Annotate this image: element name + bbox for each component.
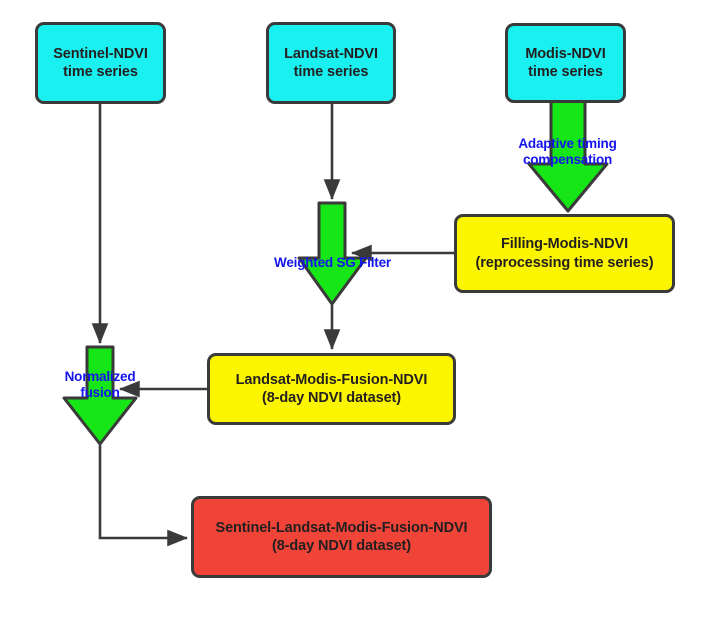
node-landsat-modis-fusion[interactable]: Landsat-Modis-Fusion-NDVI (8-day NDVI da…: [207, 353, 456, 425]
label-normalized-fusion-line2: fusion: [80, 385, 120, 401]
node-sentinel-source[interactable]: Sentinel-NDVI time series: [35, 22, 166, 104]
sentinel-to-output-arrow: [62, 345, 138, 446]
node-landsat-modis-fusion-line1: Landsat-Modis-Fusion-NDVI: [235, 371, 428, 388]
node-sentinel-source-line1: Sentinel-NDVI: [53, 45, 148, 62]
landsat-to-fusion-arrow: [297, 201, 368, 306]
label-normalized-fusion-line1: Normalized: [64, 369, 136, 384]
node-sentinel-landsat-modis-fusion-line2: (8-day NDVI dataset): [271, 538, 411, 554]
label-weighted-sg-filter: Weighted SG Filter: [255, 255, 410, 271]
node-filling-modis-line1: Filling-Modis-NDVI: [500, 236, 629, 253]
node-sentinel-source-line2: time series: [63, 64, 138, 80]
node-sentinel-landsat-modis-fusion[interactable]: Sentinel-Landsat-Modis-Fusion-NDVI (8-da…: [191, 496, 492, 578]
node-landsat-source[interactable]: Landsat-NDVI time series: [266, 22, 396, 104]
normalized-to-output-connector: [98, 445, 189, 547]
node-filling-modis[interactable]: Filling-Modis-NDVI (reprocessing time se…: [454, 214, 675, 293]
label-normalized-fusion: Normalized fusion: [43, 369, 157, 401]
node-landsat-modis-fusion-line2: (8-day NDVI dataset): [261, 390, 401, 406]
node-modis-source-line2: time series: [528, 64, 603, 80]
node-modis-source[interactable]: Modis-NDVI time series: [505, 23, 626, 103]
label-adaptive-timing-compensation: Adaptive timing compensation: [500, 136, 635, 168]
node-landsat-source-line2: time series: [293, 64, 369, 80]
label-adaptive-timing-compensation-line1: Adaptive timing: [518, 136, 617, 151]
modis-to-filling-arrow: [527, 99, 609, 213]
node-modis-source-line1: Modis-NDVI: [525, 45, 606, 62]
node-sentinel-landsat-modis-fusion-line1: Sentinel-Landsat-Modis-Fusion-NDVI: [215, 519, 468, 536]
node-landsat-source-line1: Landsat-NDVI: [284, 45, 378, 62]
label-weighted-sg-filter-line1: Weighted SG Filter: [274, 255, 391, 270]
node-filling-modis-line2: (reprocessing time series): [475, 254, 654, 271]
label-adaptive-timing-compensation-line2: compensation: [522, 152, 613, 168]
